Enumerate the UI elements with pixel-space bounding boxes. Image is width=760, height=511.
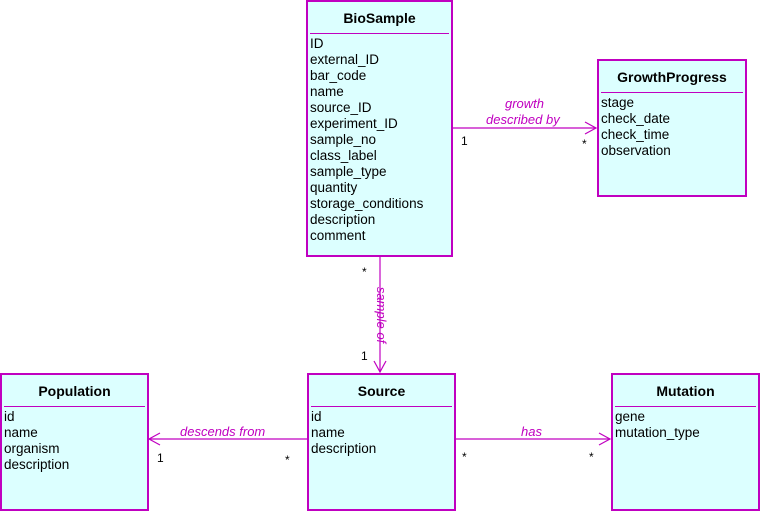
class-source[interactable]: Source id name description: [307, 373, 456, 511]
attribute: bar_code: [310, 68, 367, 83]
class-source-title: Source: [311, 375, 452, 407]
has-label: has: [521, 424, 542, 439]
class-biosample[interactable]: BioSample ID external_ID bar_code name s…: [306, 0, 453, 257]
attribute: name: [310, 84, 344, 99]
attribute: check_date: [601, 111, 671, 126]
attribute: class_label: [310, 148, 377, 163]
descends-from-label: descends from: [180, 424, 266, 439]
growth-to-multiplicity: *: [582, 137, 587, 151]
attribute: storage_conditions: [310, 196, 424, 211]
has-from-multiplicity: *: [462, 450, 467, 464]
attribute: name: [4, 425, 38, 440]
growth-from-multiplicity: 1: [461, 134, 468, 148]
attribute: id: [4, 409, 15, 424]
class-population[interactable]: Population id name organism description: [0, 373, 149, 511]
attribute: observation: [601, 143, 671, 158]
attribute: mutation_type: [615, 425, 700, 440]
attribute: organism: [4, 441, 60, 456]
attribute: comment: [310, 228, 366, 243]
has-arrowhead: [598, 432, 612, 446]
class-mutation[interactable]: Mutation gene mutation_type: [611, 373, 760, 511]
class-biosample-title: BioSample: [310, 2, 449, 34]
growth-label-line2: described by: [486, 112, 560, 127]
growth-label-line1: growth: [505, 96, 545, 111]
class-source-attributes: id name description: [309, 407, 454, 457]
attribute: experiment_ID: [310, 116, 398, 131]
sample-of-arrowhead: [373, 360, 387, 374]
attribute: sample_no: [310, 132, 377, 147]
attribute: description: [4, 457, 70, 472]
has-to-multiplicity: *: [589, 450, 594, 464]
sample-of-from-multiplicity: *: [362, 265, 367, 279]
growth-arrowhead: [584, 121, 598, 135]
attribute: ID: [310, 36, 324, 51]
descends-from-to-multiplicity: 1: [157, 451, 164, 465]
attribute: gene: [615, 409, 646, 424]
attribute: id: [311, 409, 322, 424]
attribute: description: [311, 441, 377, 456]
attribute: source_ID: [310, 100, 372, 115]
attribute: quantity: [310, 180, 358, 195]
descends-from-arrowhead: [147, 432, 161, 446]
class-biosample-attributes: ID external_ID bar_code name source_ID e…: [308, 34, 451, 244]
sample-of-label: sample of: [374, 286, 389, 344]
class-mutation-title: Mutation: [615, 375, 756, 407]
attribute: external_ID: [310, 52, 380, 67]
attribute: description: [310, 212, 376, 227]
class-growthprogress[interactable]: GrowthProgress stage check_date check_ti…: [597, 59, 747, 197]
class-population-title: Population: [4, 375, 145, 407]
attribute: sample_type: [310, 164, 387, 179]
class-mutation-attributes: gene mutation_type: [613, 407, 758, 441]
descends-from-from-multiplicity: *: [285, 453, 290, 467]
class-growthprogress-attributes: stage check_date check_time observation: [599, 93, 745, 159]
sample-of-to-multiplicity: 1: [361, 349, 368, 363]
class-growthprogress-title: GrowthProgress: [601, 61, 743, 93]
class-population-attributes: id name organism description: [2, 407, 147, 473]
attribute: check_time: [601, 127, 670, 142]
attribute: stage: [601, 95, 635, 110]
attribute: name: [311, 425, 345, 440]
